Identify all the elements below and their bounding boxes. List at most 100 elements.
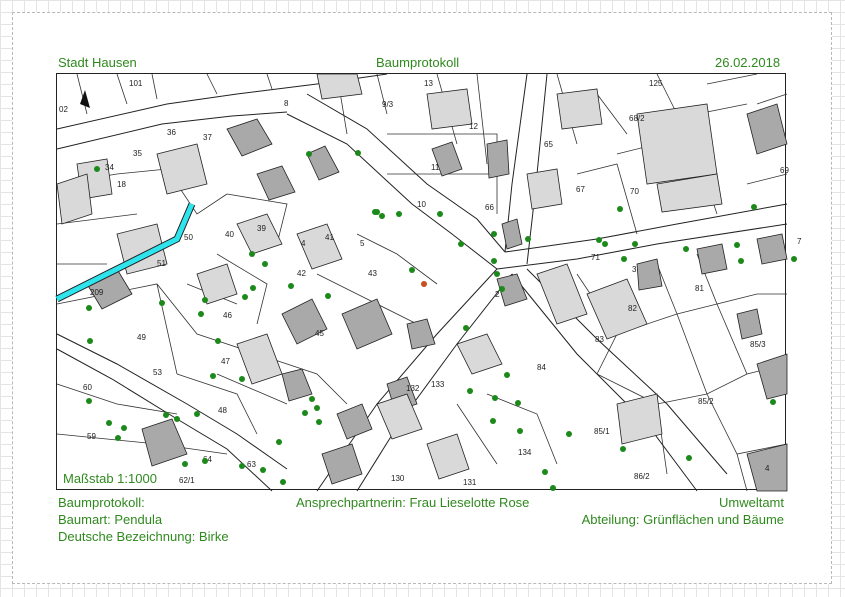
parcel-label: 85/3	[750, 340, 766, 349]
selected-tree-marker[interactable]	[421, 281, 427, 287]
tree-marker[interactable]	[309, 396, 315, 402]
department-office: Umweltamt	[718, 495, 784, 510]
tree-marker[interactable]	[517, 428, 523, 434]
parcel-label: 41	[325, 233, 334, 242]
parcel-label: 63	[247, 460, 256, 469]
tree-marker[interactable]	[276, 439, 282, 445]
tree-marker[interactable]	[467, 388, 473, 394]
tree-marker[interactable]	[194, 411, 200, 417]
tree-marker[interactable]	[751, 204, 757, 210]
document-title: Baumprotokoll	[376, 55, 460, 70]
tree-marker[interactable]	[94, 166, 100, 172]
tree-marker[interactable]	[490, 418, 496, 424]
parcel-label: 35	[133, 149, 142, 158]
tree-marker[interactable]	[617, 206, 623, 212]
tree-marker[interactable]	[566, 431, 572, 437]
tree-marker[interactable]	[314, 405, 320, 411]
tree-marker[interactable]	[542, 469, 548, 475]
parcel-label: 60	[83, 383, 92, 392]
tree-marker[interactable]	[249, 251, 255, 257]
tree-marker[interactable]	[115, 435, 121, 441]
parcel-label: 82	[628, 304, 637, 313]
parcel-label: 37	[203, 133, 212, 142]
tree-marker[interactable]	[492, 395, 498, 401]
tree-marker[interactable]	[596, 237, 602, 243]
buildings-light	[56, 73, 723, 480]
tree-marker[interactable]	[550, 485, 556, 491]
tree-marker[interactable]	[242, 294, 248, 300]
tree-markers[interactable]	[86, 150, 797, 491]
tree-marker[interactable]	[325, 293, 331, 299]
tree-marker[interactable]	[499, 286, 505, 292]
parcel-label: 53	[153, 368, 162, 377]
tree-marker[interactable]	[621, 256, 627, 262]
tree-marker[interactable]	[683, 246, 689, 252]
tree-marker[interactable]	[210, 373, 216, 379]
tree-marker[interactable]	[734, 242, 740, 248]
tree-marker[interactable]	[458, 241, 464, 247]
parcel-label: 11	[431, 163, 440, 172]
tree-marker[interactable]	[302, 410, 308, 416]
tree-marker[interactable]	[396, 211, 402, 217]
parcel-label: 18	[117, 180, 126, 189]
map-canvas[interactable]: 1010289/3131253637126568/234351167706918…	[55, 73, 802, 492]
tree-marker[interactable]	[202, 297, 208, 303]
tree-marker[interactable]	[494, 271, 500, 277]
tree-marker[interactable]	[87, 338, 93, 344]
tree-marker[interactable]	[306, 151, 312, 157]
tree-marker[interactable]	[463, 325, 469, 331]
city-title: Stadt Hausen	[58, 55, 137, 70]
tree-marker[interactable]	[239, 463, 245, 469]
tree-marker[interactable]	[182, 461, 188, 467]
department-division: Abteilung: Grünflächen und Bäume	[581, 512, 784, 527]
tree-marker[interactable]	[686, 455, 692, 461]
tree-marker[interactable]	[372, 209, 378, 215]
parcel-label: 83	[595, 335, 604, 344]
tree-marker[interactable]	[159, 300, 165, 306]
tree-marker[interactable]	[316, 419, 322, 425]
tree-marker[interactable]	[280, 479, 286, 485]
tree-marker[interactable]	[515, 400, 521, 406]
tree-marker[interactable]	[121, 425, 127, 431]
tree-marker[interactable]	[202, 458, 208, 464]
tree-marker[interactable]	[86, 398, 92, 404]
tree-marker[interactable]	[239, 376, 245, 382]
tree-marker[interactable]	[379, 213, 385, 219]
tree-marker[interactable]	[620, 446, 626, 452]
tree-marker[interactable]	[215, 338, 221, 344]
tree-marker[interactable]	[355, 150, 361, 156]
tree-marker[interactable]	[791, 256, 797, 262]
tree-marker[interactable]	[409, 267, 415, 273]
tree-marker[interactable]	[250, 285, 256, 291]
buildings-dark	[86, 103, 788, 492]
tree-marker[interactable]	[491, 231, 497, 237]
north-arrow-icon	[80, 90, 90, 108]
tree-marker[interactable]	[174, 416, 180, 422]
parcel-label: 66	[485, 203, 494, 212]
tree-marker[interactable]	[504, 372, 510, 378]
tree-marker[interactable]	[632, 241, 638, 247]
tree-marker[interactable]	[163, 412, 169, 418]
tree-marker[interactable]	[770, 399, 776, 405]
tree-marker[interactable]	[738, 258, 744, 264]
tree-marker[interactable]	[525, 236, 531, 242]
tree-marker[interactable]	[106, 420, 112, 426]
tree-marker[interactable]	[491, 258, 497, 264]
parcel-label: 8	[284, 99, 289, 108]
tree-marker[interactable]	[437, 211, 443, 217]
parcel-label: 48	[218, 406, 227, 415]
parcel-label: 134	[518, 448, 532, 457]
parcel-label: 34	[105, 163, 114, 172]
parcel-label: 51	[157, 259, 166, 268]
tree-marker[interactable]	[260, 467, 266, 473]
tree-marker[interactable]	[288, 283, 294, 289]
tree-marker[interactable]	[602, 241, 608, 247]
tree-marker[interactable]	[198, 311, 204, 317]
common-name-label: Deutsche Bezeichnung: Birke	[58, 529, 229, 544]
parcel-label: 62/1	[179, 476, 195, 485]
tree-marker[interactable]	[262, 261, 268, 267]
tree-marker[interactable]	[86, 305, 92, 311]
parcel-label: 130	[391, 474, 405, 483]
